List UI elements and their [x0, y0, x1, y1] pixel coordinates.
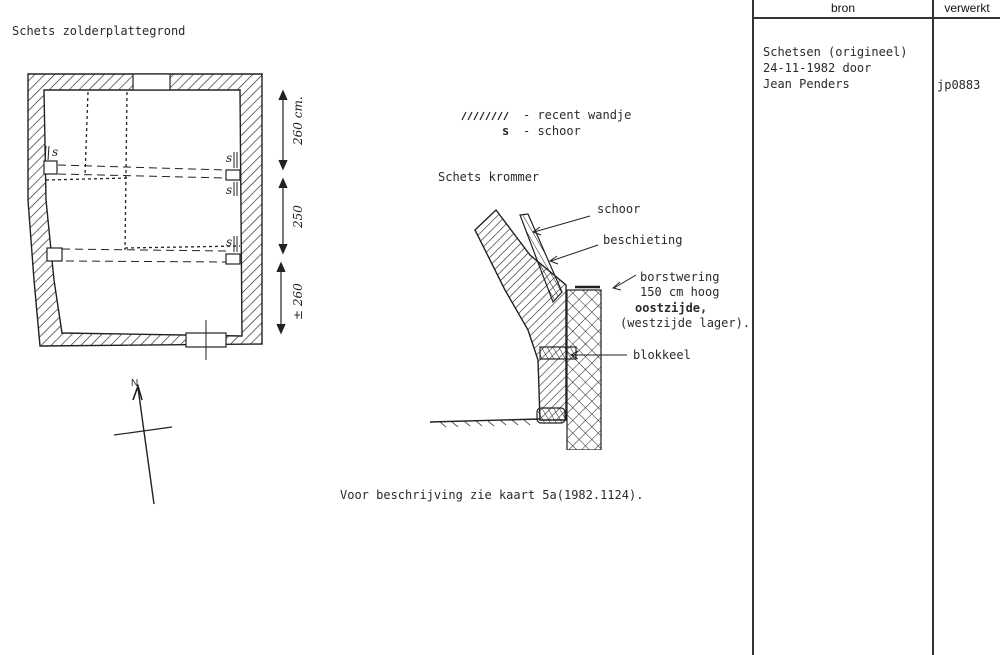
table-header-divider: [752, 17, 1000, 19]
legend-label-recent-wall: - recent wandje: [523, 108, 632, 122]
column-header-verwerkt: verwerkt: [944, 1, 990, 15]
column-header-bron: bron: [830, 1, 856, 15]
window-top: [132, 73, 171, 91]
table-border-middle: [932, 0, 934, 655]
footer-note: Voor beschrijving zie kaart 5a(1982.1124…: [340, 488, 644, 502]
section-drawing: [430, 208, 637, 450]
brace-label-4: s: [226, 235, 232, 249]
dimension-arrows: [276, 89, 288, 335]
schoor-beam: [519, 213, 563, 304]
brace-label-2: s: [226, 151, 232, 165]
section-title: Schets krommer: [438, 170, 540, 184]
dimension-2: 250: [291, 205, 305, 229]
table-border-left: [752, 0, 754, 655]
brace-label-1: s: [52, 145, 58, 159]
dimension-3: ± 260: [291, 283, 305, 320]
legend-label-schoor: - schoor: [523, 124, 581, 138]
krommer: [474, 208, 567, 421]
label-borstwering-2: 150 cm hoog: [640, 285, 720, 299]
legend-hatch-icon: [461, 111, 509, 121]
brace-markers: [44, 145, 238, 252]
label-blokkeel: blokkeel: [633, 348, 691, 362]
blokkeel-block: [539, 346, 577, 360]
legend-symbol-s: s: [502, 124, 510, 138]
brace-label-3: s: [226, 183, 232, 197]
recent-walls: [45, 91, 241, 251]
label-borstwering-4: (westzijde lager).: [620, 316, 751, 330]
label-schoor: schoor: [597, 202, 641, 216]
north-label: N: [131, 378, 138, 389]
label-beschieting: beschieting: [603, 233, 683, 247]
floorplan-walls: [27, 73, 263, 347]
verwerkt-code: jp0883: [937, 78, 981, 92]
bron-line-1: Schetsen (origineel): [763, 45, 908, 59]
floorplan-title: Schets zolderplattegrond: [12, 24, 186, 38]
borstwering: [566, 289, 602, 450]
bron-line-3: Jean Penders: [763, 77, 850, 91]
beams: [57, 164, 227, 263]
bron-line-2: 24-11-1982 door: [763, 61, 872, 75]
floorplan-drawing: s s s s 260 cm. 250 ± 260: [27, 73, 305, 360]
north-arrow-icon: N: [113, 378, 173, 505]
label-borstwering-3: oostzijde,: [635, 301, 708, 315]
label-borstwering-1: borstwering: [640, 270, 720, 284]
dimension-1: 260 cm.: [291, 96, 305, 146]
